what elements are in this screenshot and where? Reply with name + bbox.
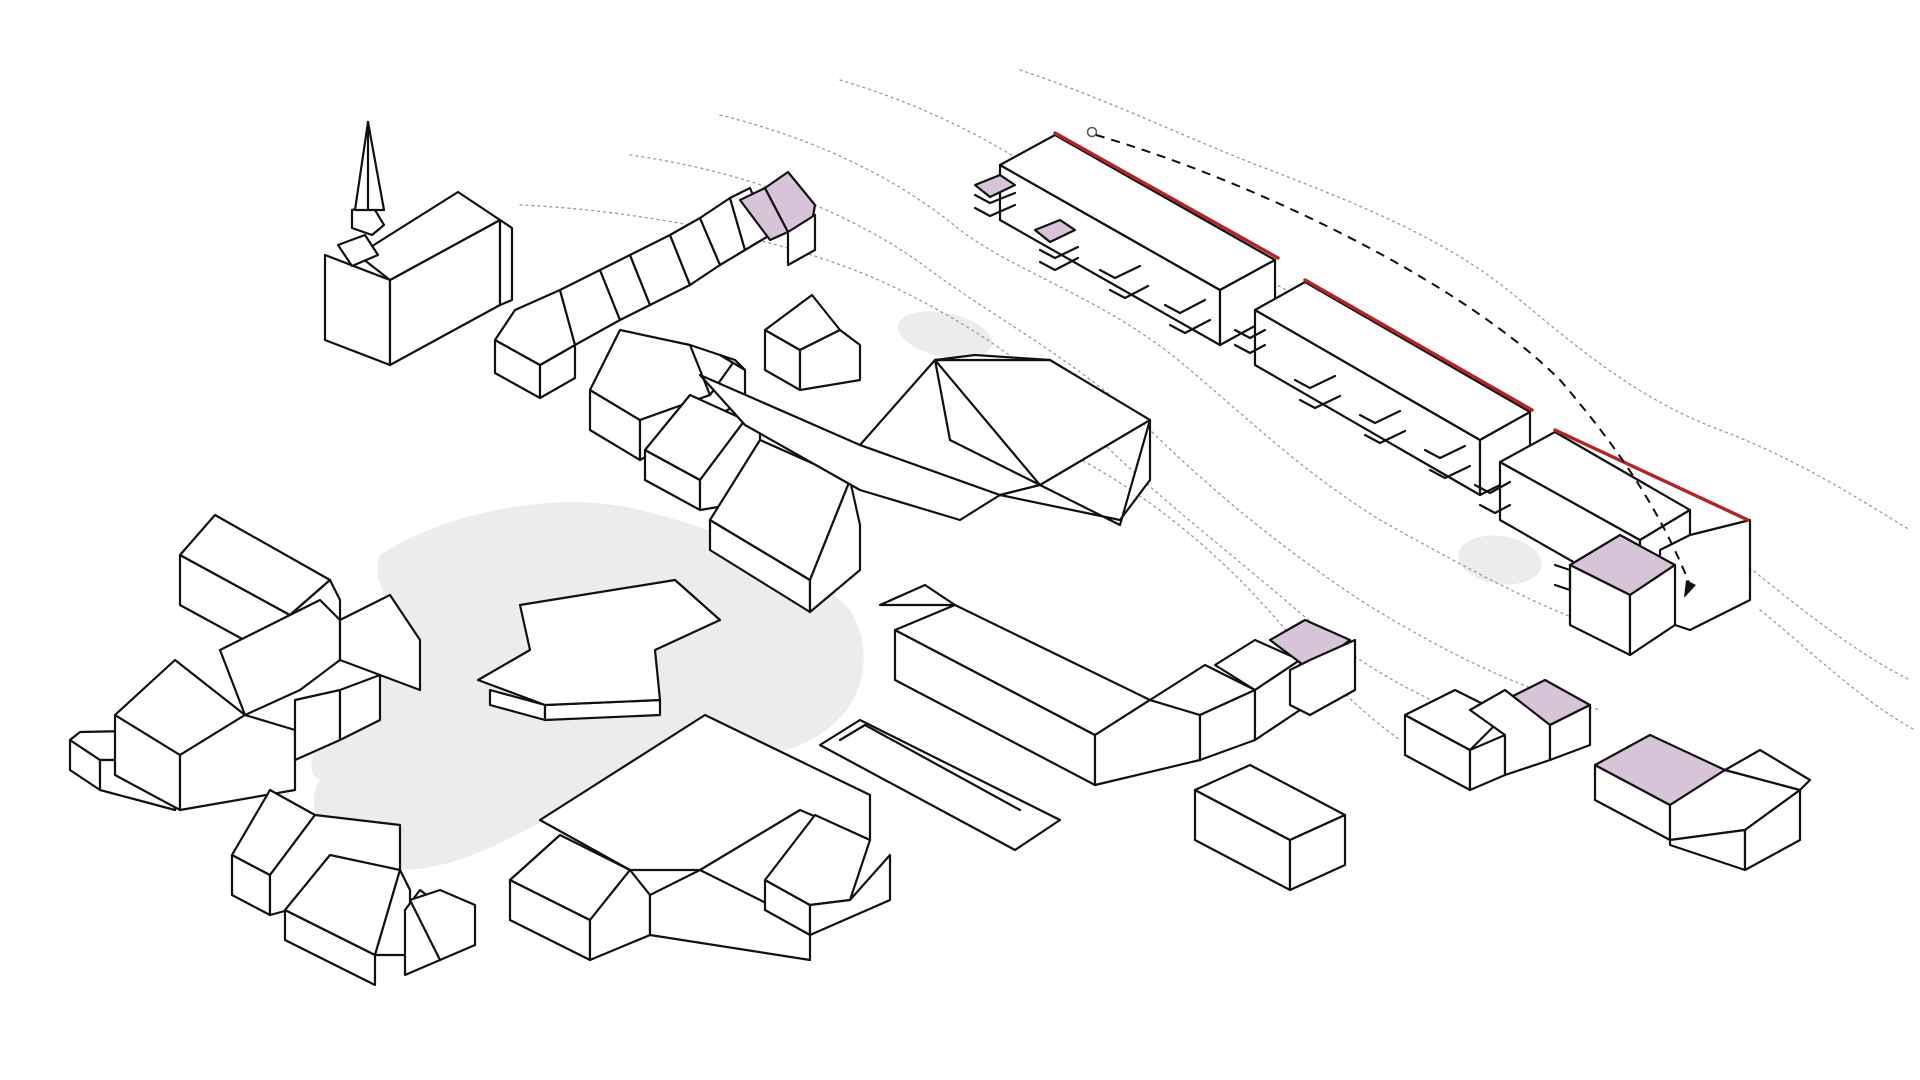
- west-cluster: [68, 513, 422, 812]
- dashed-arrow: [1086, 126, 1696, 598]
- arrowhead-icon: [1684, 580, 1696, 598]
- south-courtyard-block: [508, 713, 892, 962]
- south-houses: [230, 788, 477, 987]
- pavilion: [476, 578, 722, 722]
- central-complex: [588, 293, 1152, 614]
- long-building: [878, 583, 1357, 787]
- wedge-wall: [818, 718, 1062, 852]
- church-with-spire: [323, 120, 514, 367]
- terraced-housing-bars: [998, 131, 1752, 657]
- row-houses-north: [493, 170, 817, 400]
- balconies: [973, 173, 1572, 592]
- east-small-blocks: [1193, 678, 1812, 892]
